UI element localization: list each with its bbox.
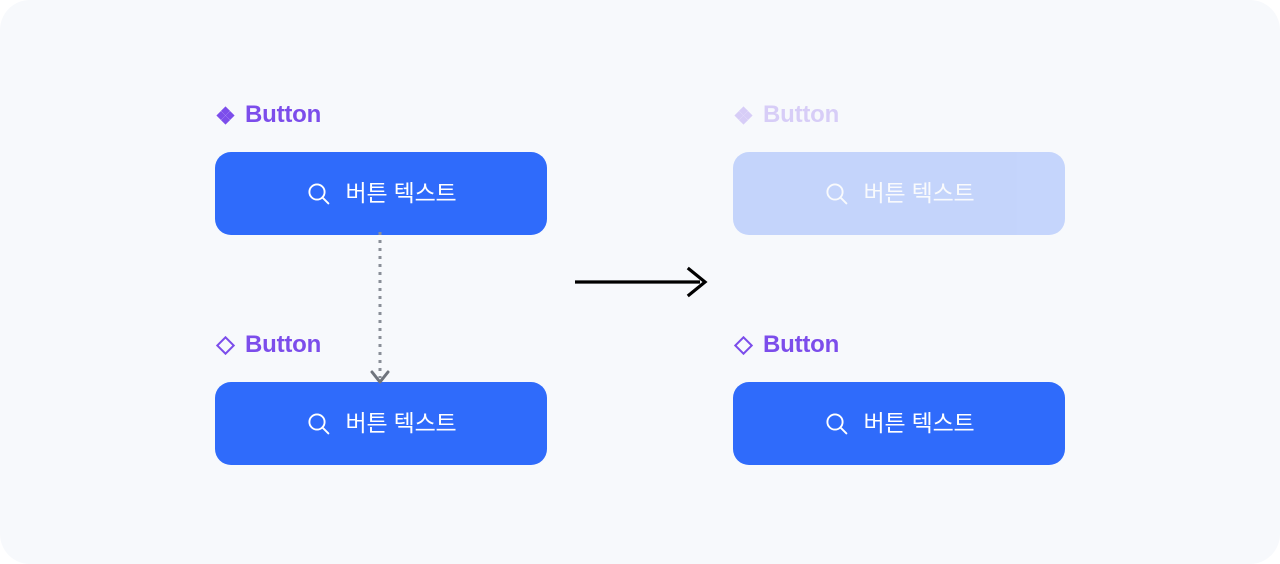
component-diamond-cluster-icon bbox=[216, 105, 235, 125]
button-instance-result[interactable]: 버튼 텍스트 bbox=[733, 382, 1065, 465]
search-icon bbox=[307, 182, 329, 204]
layer-label-component-disabled: Button bbox=[733, 100, 1065, 130]
button-component-disabled[interactable]: 버튼 텍스트 bbox=[733, 152, 1065, 235]
layer-name: Button bbox=[245, 101, 322, 128]
cell-component-disabled: Button 버튼 텍스트 bbox=[733, 100, 1065, 235]
layer-name: Button bbox=[763, 331, 840, 358]
button-label: 버튼 텍스트 bbox=[345, 410, 457, 436]
button-label: 버튼 텍스트 bbox=[345, 180, 457, 206]
layer-label-component-default: Button bbox=[215, 100, 547, 130]
instance-diamond-outline-icon bbox=[733, 335, 754, 355]
button-component-default[interactable]: 버튼 텍스트 bbox=[215, 152, 547, 235]
button-label: 버튼 텍스트 bbox=[863, 410, 975, 436]
cell-instance-default: Button 버튼 텍스트 bbox=[215, 330, 547, 465]
layer-label-instance-result: Button bbox=[733, 330, 1065, 360]
layer-name: Button bbox=[763, 101, 840, 128]
component-diamond-cluster-icon bbox=[734, 105, 753, 125]
search-icon bbox=[307, 412, 329, 434]
solid-right-arrow-connector bbox=[575, 266, 708, 298]
search-icon bbox=[825, 182, 847, 204]
button-instance-default[interactable]: 버튼 텍스트 bbox=[215, 382, 547, 465]
cell-instance-result: Button 버튼 텍스트 bbox=[733, 330, 1065, 465]
instance-diamond-outline-icon bbox=[215, 335, 236, 355]
layer-name: Button bbox=[245, 331, 322, 358]
button-label: 버튼 텍스트 bbox=[863, 180, 975, 206]
search-icon bbox=[825, 412, 847, 434]
layer-label-instance-default: Button bbox=[215, 330, 547, 360]
cell-component-default: Button 버튼 텍스트 bbox=[215, 100, 547, 235]
